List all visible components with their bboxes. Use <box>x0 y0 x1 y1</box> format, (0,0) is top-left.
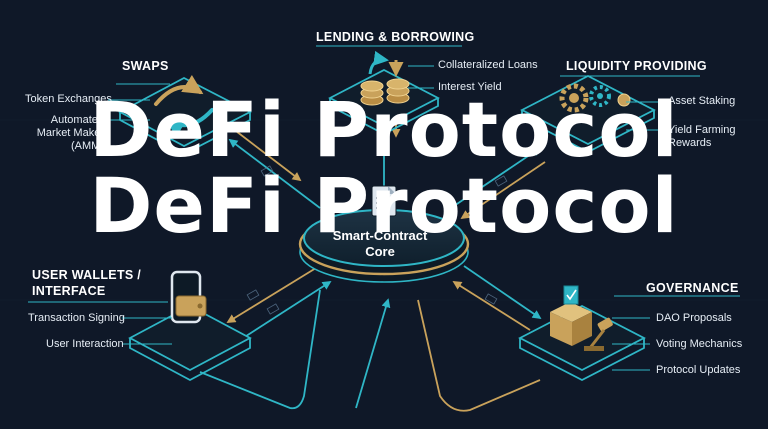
connector-core-swaps <box>228 138 321 209</box>
title-line-2: DeFi Protocol <box>89 161 679 250</box>
swaps-item-automated: Automated <box>50 114 104 126</box>
coin-stack-icon <box>360 50 410 106</box>
connection-lines <box>199 110 546 412</box>
connector-core-liquidity <box>447 146 542 211</box>
loop-left <box>199 289 321 410</box>
lending-item-interest-yield: Interest Yield <box>438 81 502 93</box>
phone-wallet-icon <box>170 270 207 324</box>
leader-lines <box>28 45 740 371</box>
loop-right <box>417 299 541 412</box>
lending-heading: LENDING & BORROWING <box>316 30 475 44</box>
decor-cards <box>246 165 508 315</box>
title-line-1: DeFi Protocol <box>89 85 679 174</box>
governance-heading: GOVERNANCE <box>646 281 739 295</box>
liquidity-heading: LIQUIDITY PROVIDING <box>566 59 707 73</box>
governance-item-dao-proposals: DAO Proposals <box>656 312 732 324</box>
connector-core-governance <box>463 265 542 320</box>
gavel-icon <box>584 317 613 351</box>
swaps-heading: SWAPS <box>122 59 169 73</box>
swaps-item-token-exchanges: Token Exchanges <box>25 93 112 105</box>
core-label-line-1: Smart-Contract <box>332 228 428 243</box>
connector-liquidity-core <box>460 161 546 220</box>
document-icon <box>371 185 397 217</box>
wallets-heading-line-2: INTERFACE <box>32 284 106 298</box>
wallets-heading-line-1: USER WALLETS / <box>32 268 142 282</box>
gears-icon <box>559 83 631 113</box>
connector-governance-core <box>452 281 531 331</box>
core-node <box>298 209 470 283</box>
connector-wallets-core <box>239 281 332 341</box>
liquidity-item-yield-farming: Yield Farming <box>668 124 736 136</box>
wallets-item-user-interaction: User Interaction <box>46 338 124 350</box>
swaps-item-market-maker: Market Maker <box>36 127 104 139</box>
liquidity-item-asset-staking: Asset Staking <box>668 95 736 107</box>
lending-item-collateralized-loans: Collateralized Loans <box>438 59 538 71</box>
governance-item-voting-mechanics: Voting Mechanics <box>656 338 743 350</box>
wallets-item-transaction-signing: Transaction Signing <box>28 312 125 324</box>
loop-bottom-center <box>355 298 391 409</box>
governance-item-protocol-updates: Protocol Updates <box>656 364 741 376</box>
ballot-box-icon <box>550 285 592 346</box>
connector-swaps-core <box>231 127 302 182</box>
swaps-item-amm: (AMM) <box>71 140 104 152</box>
core-label-line-2: Core <box>365 244 395 259</box>
liquidity-item-rewards: Rewards <box>668 137 712 149</box>
swap-arrows-icon <box>154 74 214 138</box>
connector-core-wallets <box>226 267 317 323</box>
